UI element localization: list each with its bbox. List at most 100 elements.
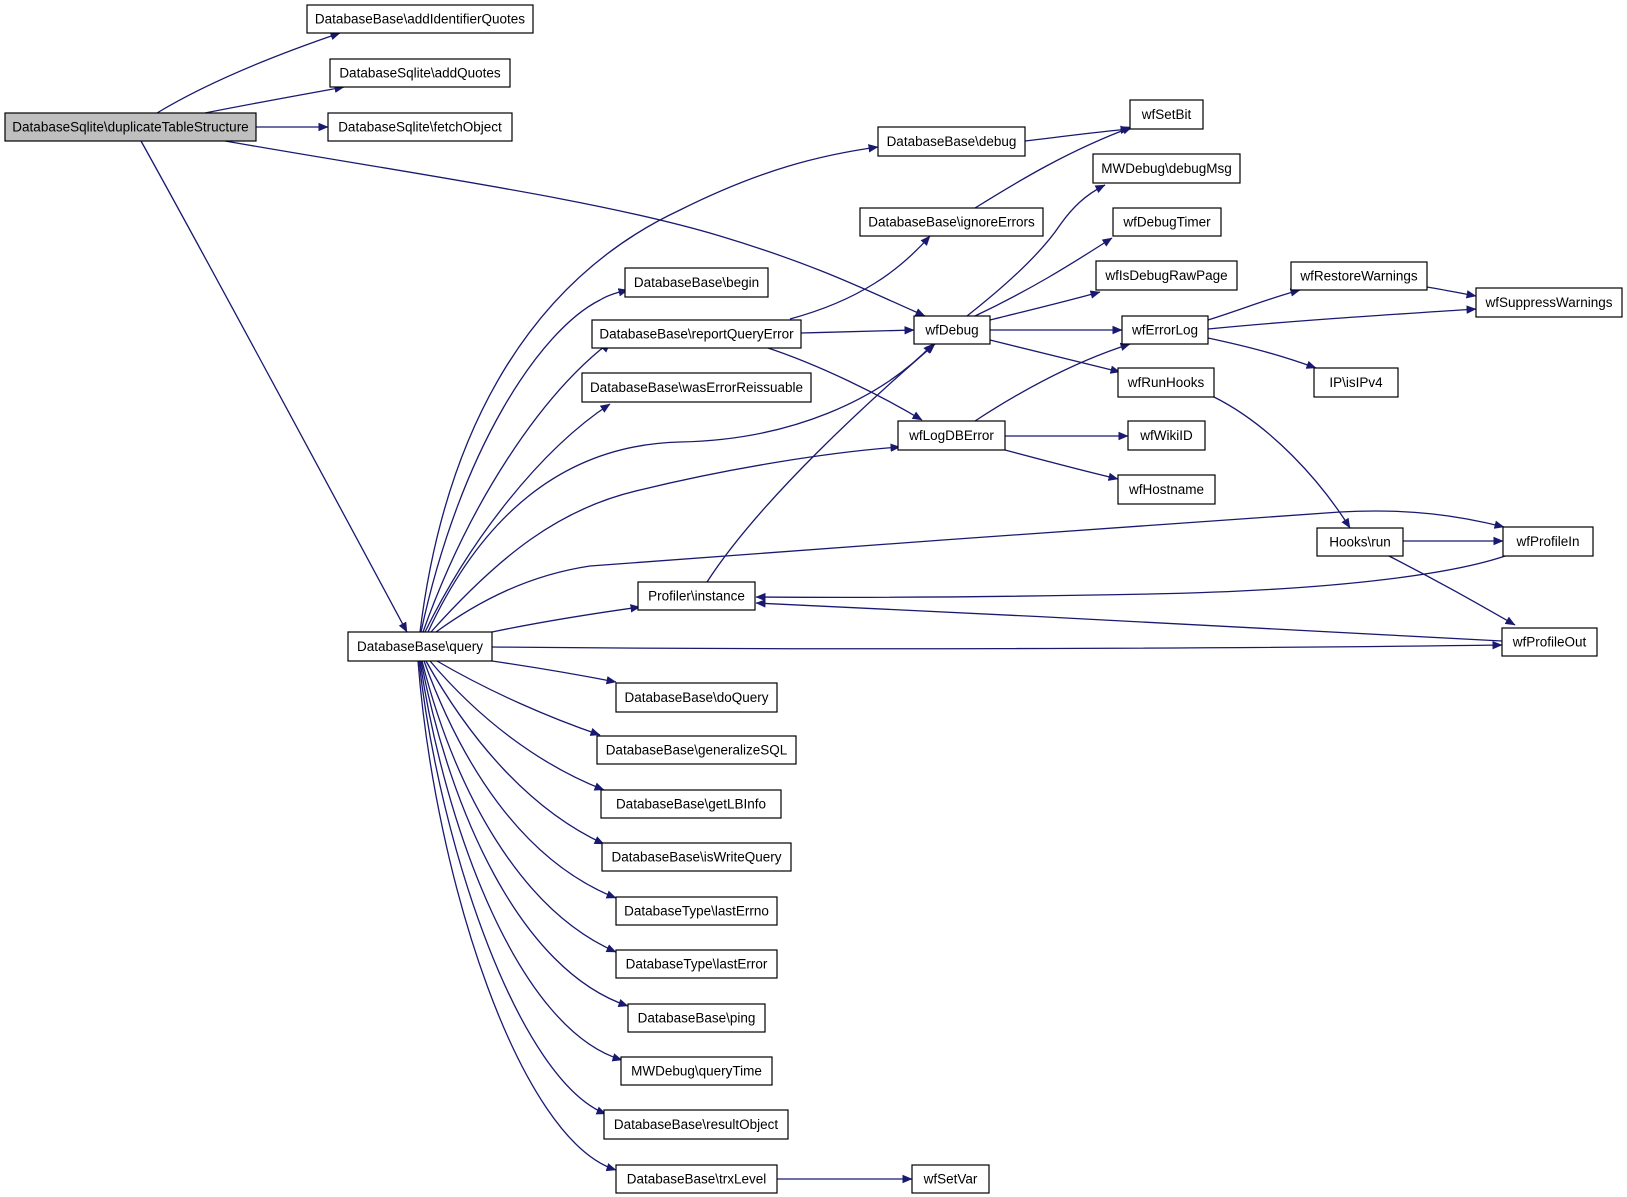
node-label: wfSetBit xyxy=(1141,107,1192,122)
node-profilerInstance[interactable]: Profiler\instance xyxy=(637,581,756,611)
node-wfWikiID[interactable]: wfWikiID xyxy=(1127,420,1206,451)
node-wfIsDebugRawPage[interactable]: wfIsDebugRawPage xyxy=(1095,260,1238,291)
edge-query-generalizeSQL xyxy=(436,660,601,736)
edge-debug-wfSetBit xyxy=(1024,125,1131,142)
edge-wfDebug-wfIsDebugRawPage xyxy=(989,290,1101,321)
node-label: wfHostname xyxy=(1128,482,1204,497)
edge-wfDebug-wfDebugTimer xyxy=(974,237,1113,317)
node-label: DatabaseBase\query xyxy=(357,639,483,654)
node-label: MWDebug\debugMsg xyxy=(1101,161,1232,176)
edge-wfErrorLog-isIPv4 xyxy=(1207,337,1317,369)
node-label: DatabaseBase\debug xyxy=(887,134,1017,149)
node-lastErrno[interactable]: DatabaseType\lastErrno xyxy=(615,896,778,926)
node-wfDebugTimer[interactable]: wfDebugTimer xyxy=(1112,207,1222,237)
edge-query-doQuery xyxy=(491,660,617,685)
node-wfSuppressWarnings[interactable]: wfSuppressWarnings xyxy=(1475,287,1623,318)
node-label: Hooks\run xyxy=(1329,535,1391,550)
node-label: DatabaseType\lastErrno xyxy=(624,904,769,919)
edge-query-queryTime xyxy=(419,660,623,1062)
edge-duplicateTableStructure-addQuotes xyxy=(204,84,345,114)
edge-wfRunHooks-hooksRun xyxy=(1213,396,1351,529)
edge-query-wfProfileOut xyxy=(491,640,1503,650)
edge-reportQueryError-wfLogDBError xyxy=(764,346,923,421)
node-wfSetBit[interactable]: wfSetBit xyxy=(1129,99,1204,130)
edge-wfRestoreWarnings-wfSuppressWarnings xyxy=(1426,286,1477,299)
edge-wfProfileIn-profilerInstance xyxy=(755,554,1509,602)
node-wasErrorReissuable[interactable]: DatabaseBase\wasErrorReissuable xyxy=(581,372,812,403)
edge-profilerInstance-wfDebug xyxy=(706,343,936,583)
edge-query-profilerInstance xyxy=(491,604,641,633)
edge-wfErrorLog-wfRestoreWarnings xyxy=(1207,288,1301,321)
node-label: MWDebug\queryTime xyxy=(631,1064,762,1079)
node-queryTime[interactable]: MWDebug\queryTime xyxy=(620,1056,773,1086)
edge-duplicateTableStructure-query xyxy=(140,140,408,633)
node-label: wfRunHooks xyxy=(1127,375,1205,390)
node-label: DatabaseSqlite\addQuotes xyxy=(339,66,501,81)
node-wfLogDBError[interactable]: wfLogDBError xyxy=(897,420,1006,451)
node-label: DatabaseSqlite\duplicateTableStructure xyxy=(12,120,248,135)
edge-query-ping xyxy=(420,660,629,1007)
node-wfDebug[interactable]: wfDebug xyxy=(913,315,991,345)
node-label: DatabaseBase\getLBInfo xyxy=(616,797,766,812)
edge-query-debug xyxy=(419,144,879,633)
node-trxLevel[interactable]: DatabaseBase\trxLevel xyxy=(615,1164,778,1194)
edge-reportQueryError-ignoreErrors xyxy=(789,235,931,320)
node-label: Profiler\instance xyxy=(648,589,745,604)
node-lastError[interactable]: DatabaseType\lastError xyxy=(615,949,778,979)
node-label: DatabaseSqlite\fetchObject xyxy=(338,120,502,135)
edge-query-begin xyxy=(420,288,629,633)
edge-ignoreErrors-wfSetBit xyxy=(974,126,1133,209)
edge-query-wfLogDBError xyxy=(430,443,901,633)
edge-wfDebug-debugMsg xyxy=(966,184,1106,317)
node-label: DatabaseBase\wasErrorReissuable xyxy=(590,380,803,395)
edge-reportQueryError-wfDebug xyxy=(800,326,915,335)
node-isWriteQuery[interactable]: DatabaseBase\isWriteQuery xyxy=(601,842,792,872)
edge-wfLogDBError-wfHostname xyxy=(1004,449,1119,481)
node-ping[interactable]: DatabaseBase\ping xyxy=(627,1003,766,1033)
node-label: wfSuppressWarnings xyxy=(1484,295,1612,310)
node-ignoreErrors[interactable]: DatabaseBase\ignoreErrors xyxy=(859,207,1044,237)
node-debugMsg[interactable]: MWDebug\debugMsg xyxy=(1092,153,1241,184)
node-doQuery[interactable]: DatabaseBase\doQuery xyxy=(615,682,778,713)
edge-wfErrorLog-wfSuppressWarnings xyxy=(1207,305,1477,330)
node-addQuotes[interactable]: DatabaseSqlite\addQuotes xyxy=(329,58,511,88)
node-label: DatabaseBase\ignoreErrors xyxy=(868,215,1035,230)
edge-duplicateTableStructure-addIdentifierQuotes xyxy=(156,32,341,114)
node-wfRunHooks[interactable]: wfRunHooks xyxy=(1117,367,1215,398)
node-label: wfDebugTimer xyxy=(1122,215,1211,230)
node-wfErrorLog[interactable]: wfErrorLog xyxy=(1121,315,1209,345)
edge-query-getLBInfo xyxy=(429,660,605,791)
node-label: DatabaseBase\isWriteQuery xyxy=(611,850,781,865)
node-addIdentifierQuotes[interactable]: DatabaseBase\addIdentifierQuotes xyxy=(306,4,534,34)
node-wfRestoreWarnings[interactable]: wfRestoreWarnings xyxy=(1290,261,1428,291)
node-label: wfRestoreWarnings xyxy=(1299,269,1418,284)
node-wfSetVar[interactable]: wfSetVar xyxy=(911,1164,990,1194)
node-resultObject[interactable]: DatabaseBase\resultObject xyxy=(603,1109,789,1140)
node-wfProfileOut[interactable]: wfProfileOut xyxy=(1501,627,1598,657)
node-debug[interactable]: DatabaseBase\debug xyxy=(877,126,1026,157)
node-wfHostname[interactable]: wfHostname xyxy=(1117,474,1216,505)
node-label: wfProfileIn xyxy=(1515,534,1579,549)
node-label: DatabaseBase\trxLevel xyxy=(627,1172,767,1187)
node-isIPv4[interactable]: IP\isIPv4 xyxy=(1313,367,1399,398)
node-label: wfProfileOut xyxy=(1512,635,1587,650)
node-fetchObject[interactable]: DatabaseSqlite\fetchObject xyxy=(327,112,513,142)
node-duplicateTableStructure[interactable]: DatabaseSqlite\duplicateTableStructure xyxy=(4,112,257,142)
node-label: DatabaseType\lastError xyxy=(626,957,768,972)
node-reportQueryError[interactable]: DatabaseBase\reportQueryError xyxy=(591,319,802,349)
node-label: DatabaseBase\generalizeSQL xyxy=(606,743,788,758)
edge-query-isWriteQuery xyxy=(425,660,605,845)
node-hooksRun[interactable]: Hooks\run xyxy=(1316,527,1404,557)
edge-duplicateTableStructure-wfDebug xyxy=(224,140,926,317)
edge-query-wfProfileIn xyxy=(435,510,1505,633)
edge-query-lastErrno xyxy=(423,660,617,899)
node-wfProfileIn[interactable]: wfProfileIn xyxy=(1502,526,1594,557)
edge-wfLogDBError-wfErrorLog xyxy=(974,342,1131,422)
node-getLBInfo[interactable]: DatabaseBase\getLBInfo xyxy=(600,789,782,819)
edge-query-trxLevel xyxy=(417,660,617,1172)
edge-query-resultObject xyxy=(418,660,607,1115)
node-query[interactable]: DatabaseBase\query xyxy=(347,631,493,662)
edge-hooksRun-wfProfileOut xyxy=(1386,554,1516,626)
node-generalizeSQL[interactable]: DatabaseBase\generalizeSQL xyxy=(596,735,797,765)
node-begin[interactable]: DatabaseBase\begin xyxy=(624,267,769,298)
